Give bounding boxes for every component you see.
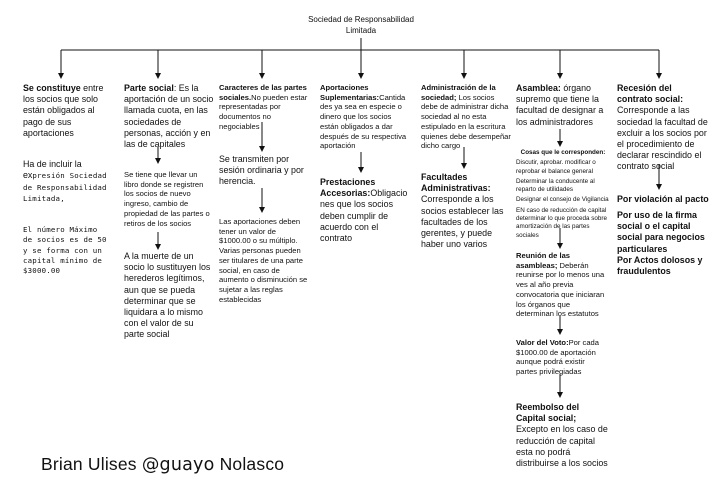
meeting-text: Deberán reunirse por lo menos una ves al… (516, 260, 605, 319)
duty-item: Discutir, aprobar. modificar o reprobar … (516, 159, 596, 175)
vote-text: Por cada $1000.00 de aportación aunque p… (516, 338, 600, 377)
refund-box: Reembolso del Capital social; Excepto en… (516, 402, 608, 469)
meeting-lead: Reunión de las asambleas; (516, 251, 571, 270)
refund-lead: Reembolso del Capital social; (516, 402, 580, 424)
recesion-lead: Recesión del contrato social: (617, 83, 684, 105)
author-handle: @guayo (141, 455, 215, 475)
facultades-box: Facultades Administrativas: Corresponde … (421, 172, 511, 250)
constitution-box: Se constituye entre los socios que solo … (23, 83, 105, 139)
administracion-box: Administración de la sociedad; Los socio… (421, 83, 511, 151)
asamblea-text: órgano supremo que tiene la facultad de … (516, 83, 604, 127)
aportaciones-lead: Aportaciones Suplementarias: (320, 83, 380, 102)
root-title: Sociedad de Responsabilidad Limitada (308, 15, 414, 35)
facultades-lead: Facultades Administrativas: (421, 172, 491, 194)
refund-text: Excepto en los caso de reducción de capi… (516, 424, 608, 469)
name-requirement-box: Ha de incluir la expresión Sociedad de R… (23, 159, 109, 204)
asamblea-lead: Asamblea: (516, 83, 561, 93)
contributions-box: Las aportaciones deben tener un valor de… (219, 217, 308, 304)
vote-box: Valor del Voto:Por cada $1000.00 de apor… (516, 338, 608, 377)
caracteres-text: No pueden estar representadas por docume… (219, 92, 308, 131)
aportaciones-text: Cantida des ya sea en especie o dinero q… (320, 92, 407, 151)
author-credit: Brian Ulises @guayo Nolasco (41, 453, 284, 476)
transmit-box: Se transmiten por sesión ordinaria y por… (219, 154, 304, 187)
constitution-lead: Se constituye (23, 83, 81, 93)
author-name-first: Brian Ulises (41, 454, 142, 474)
recesion-cause-item: Por Actos dolosos y fraudulentos (617, 255, 703, 277)
author-name-last: Nolasco (214, 454, 285, 474)
duty-item: Determinar la conducente al reparto de u… (516, 177, 595, 194)
registry-box: Se tiene que llevar un libro donde se re… (124, 170, 210, 228)
caracteres-box: Caracteres de las partes sociales.No pue… (219, 83, 311, 132)
constitution-text: entre los socios que solo están obligado… (23, 83, 104, 138)
parte-social-text: : Es la aportación de un socio llamada c… (124, 83, 214, 150)
facultades-text: Corresponde a los socios establecer las … (421, 194, 504, 250)
administracion-lead: Administración de la sociedad; (421, 83, 496, 102)
asamblea-box: Asamblea: órgano supremo que tiene la fa… (516, 83, 608, 128)
duties-title: Cosas que le corresponden: (520, 149, 606, 156)
recesion-text: Corresponde a las sociedad la facultad d… (617, 105, 708, 172)
recesion-box: Recesión del contrato social: Correspond… (617, 83, 709, 173)
parte-social-box: Parte social: Es la aportación de un soc… (124, 83, 214, 150)
prestaciones-text: Obligacio nes que los socios deben cumpl… (320, 188, 408, 244)
caracteres-lead: Caracteres de las partes sociales. (219, 83, 307, 102)
name-requirement-lead: Ha de incluir la ex (23, 159, 82, 181)
death-box: A la muerte de un socio lo sustituyen lo… (124, 251, 211, 340)
duty-item: EN caso de reducción de capital determin… (516, 206, 608, 239)
recesion-cause-item: Por violación al pacto (617, 194, 709, 204)
parte-social-lead: Parte social (124, 83, 174, 93)
recesion-cause-item: Por uso de la firma social o el capital … (617, 210, 705, 254)
vote-lead: Valor del Voto: (516, 338, 569, 347)
prestaciones-box: Prestaciones Accesorias:Obligacio nes qu… (320, 177, 410, 244)
asamblea-duties-box: Cosas que le corresponden: Discutir, apr… (516, 149, 610, 240)
administracion-text: Los socios debe de administrar dicha soc… (421, 92, 511, 151)
duty-item: Designar el consejo de Vigilancia (516, 196, 609, 204)
max-partners-box: El número Máximo de socios es de 50 y se… (23, 225, 107, 276)
prestaciones-lead: Prestaciones Accesorias: (320, 177, 376, 199)
aportaciones-box: Aportaciones Suplementarias:Cantida des … (320, 83, 410, 151)
meeting-box: Reunión de las asambleas; Deberán reunir… (516, 251, 608, 319)
name-requirement-mono: presión Sociedad de Responsabilidad Limi… (23, 171, 107, 203)
